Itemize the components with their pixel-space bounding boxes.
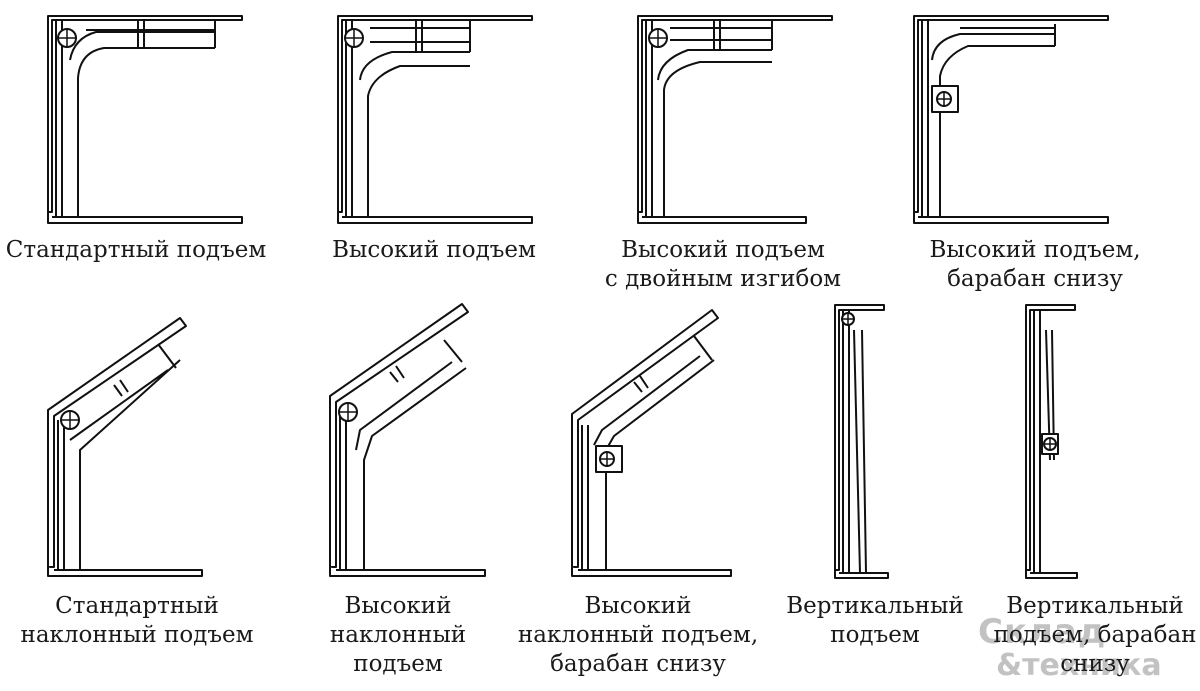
standard-incline-lift-drawing bbox=[47, 317, 203, 577]
caption-high-incline-bottom-drum: Высокий наклонный подъем, барабан снизу bbox=[517, 593, 759, 677]
caption-high-lift-bottom-drum: Высокий подъем, барабан снизу bbox=[929, 237, 1141, 292]
caption-standard-lift: Стандартный подъем bbox=[5, 237, 267, 263]
caption-standard-incline-lift: Стандартный наклонный подъем bbox=[20, 593, 254, 648]
watermark-line-2: &техника bbox=[996, 648, 1162, 683]
high-incline-lift-drawing bbox=[329, 303, 486, 577]
watermark-logo: Склад &техника bbox=[978, 612, 1188, 687]
vertical-lift-bottom-drum-drawing bbox=[1025, 304, 1078, 579]
caption-high-lift-double-bend: Высокий подъем с двойным изгибом bbox=[604, 237, 842, 292]
high-incline-bottom-drum-drawing bbox=[571, 309, 732, 577]
caption-high-incline-lift: Высокий наклонный подъем bbox=[329, 593, 467, 677]
caption-vertical-lift-bottom-drum: Вертикальный подъем, барабан снизу bbox=[993, 593, 1197, 677]
high-lift-drawing bbox=[337, 15, 533, 224]
standard-lift-drawing bbox=[47, 15, 243, 224]
high-lift-double-bend-drawing bbox=[637, 15, 833, 224]
high-lift-bottom-drum-drawing bbox=[913, 15, 1109, 224]
caption-high-lift: Высокий подъем bbox=[332, 237, 536, 263]
caption-vertical-lift: Вертикальный подъем bbox=[786, 593, 964, 648]
vertical-lift-drawing bbox=[834, 304, 889, 579]
watermark-line-1: Склад bbox=[978, 612, 1107, 652]
